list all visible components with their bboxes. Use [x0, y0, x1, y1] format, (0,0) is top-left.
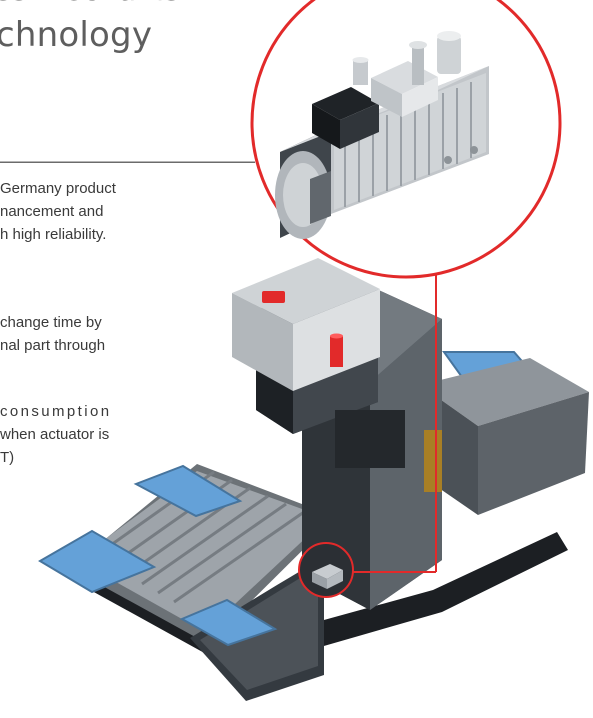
- machine-base-assembly: [38, 258, 589, 701]
- paragraph-2-line-2: nal part through: [0, 337, 106, 354]
- right-bed: [420, 358, 589, 426]
- motor-thumbnail: [298, 542, 354, 598]
- left-cover-blue-2: [133, 464, 243, 518]
- upper-housing: [232, 258, 380, 324]
- worktable: [70, 464, 336, 644]
- red-cylinder: [330, 336, 343, 367]
- paragraph-1-line-3: h high reliability.: [0, 226, 107, 243]
- paragraph-3-line-3: T): [0, 449, 15, 466]
- column-top: [302, 287, 442, 382]
- paragraph-3-line-2: when actuator is: [0, 426, 110, 443]
- motor-top-block: [312, 87, 379, 120]
- feature-paragraph-1: Germany product nancement and h high rel…: [0, 177, 116, 246]
- motor-icon: [275, 31, 489, 239]
- heading-main-line: chnology: [0, 15, 153, 55]
- column-main: [302, 287, 442, 610]
- section-divider: [0, 162, 255, 163]
- paragraph-1-line-2: nancement and: [0, 203, 104, 220]
- front-cover-blue: [179, 598, 278, 647]
- paragraph-2-line-1: change time by: [0, 314, 102, 331]
- zoom-callout: [0, 0, 562, 573]
- paragraph-1-line-1: Germany product: [0, 180, 116, 197]
- motor-zoom-circle: [250, 0, 562, 279]
- left-cover-blue-1: [38, 529, 157, 594]
- feature-paragraph-2: change time by nal part through: [0, 311, 105, 357]
- paragraph-3-line-1: consumption: [0, 403, 112, 420]
- feature-paragraph-3: consumption when actuator is T): [0, 400, 111, 469]
- right-cover-blue-1: [442, 351, 551, 392]
- motor-valve-block: [371, 61, 438, 94]
- worktable-slots: [93, 470, 305, 604]
- spindle-head: [256, 277, 378, 434]
- right-bed-lower: [420, 385, 478, 515]
- heading-top-line: ss Mechanism: [0, 0, 210, 8]
- front-support: [190, 557, 324, 701]
- machine-base-shadow: [92, 532, 568, 671]
- red-top-box: [262, 291, 285, 303]
